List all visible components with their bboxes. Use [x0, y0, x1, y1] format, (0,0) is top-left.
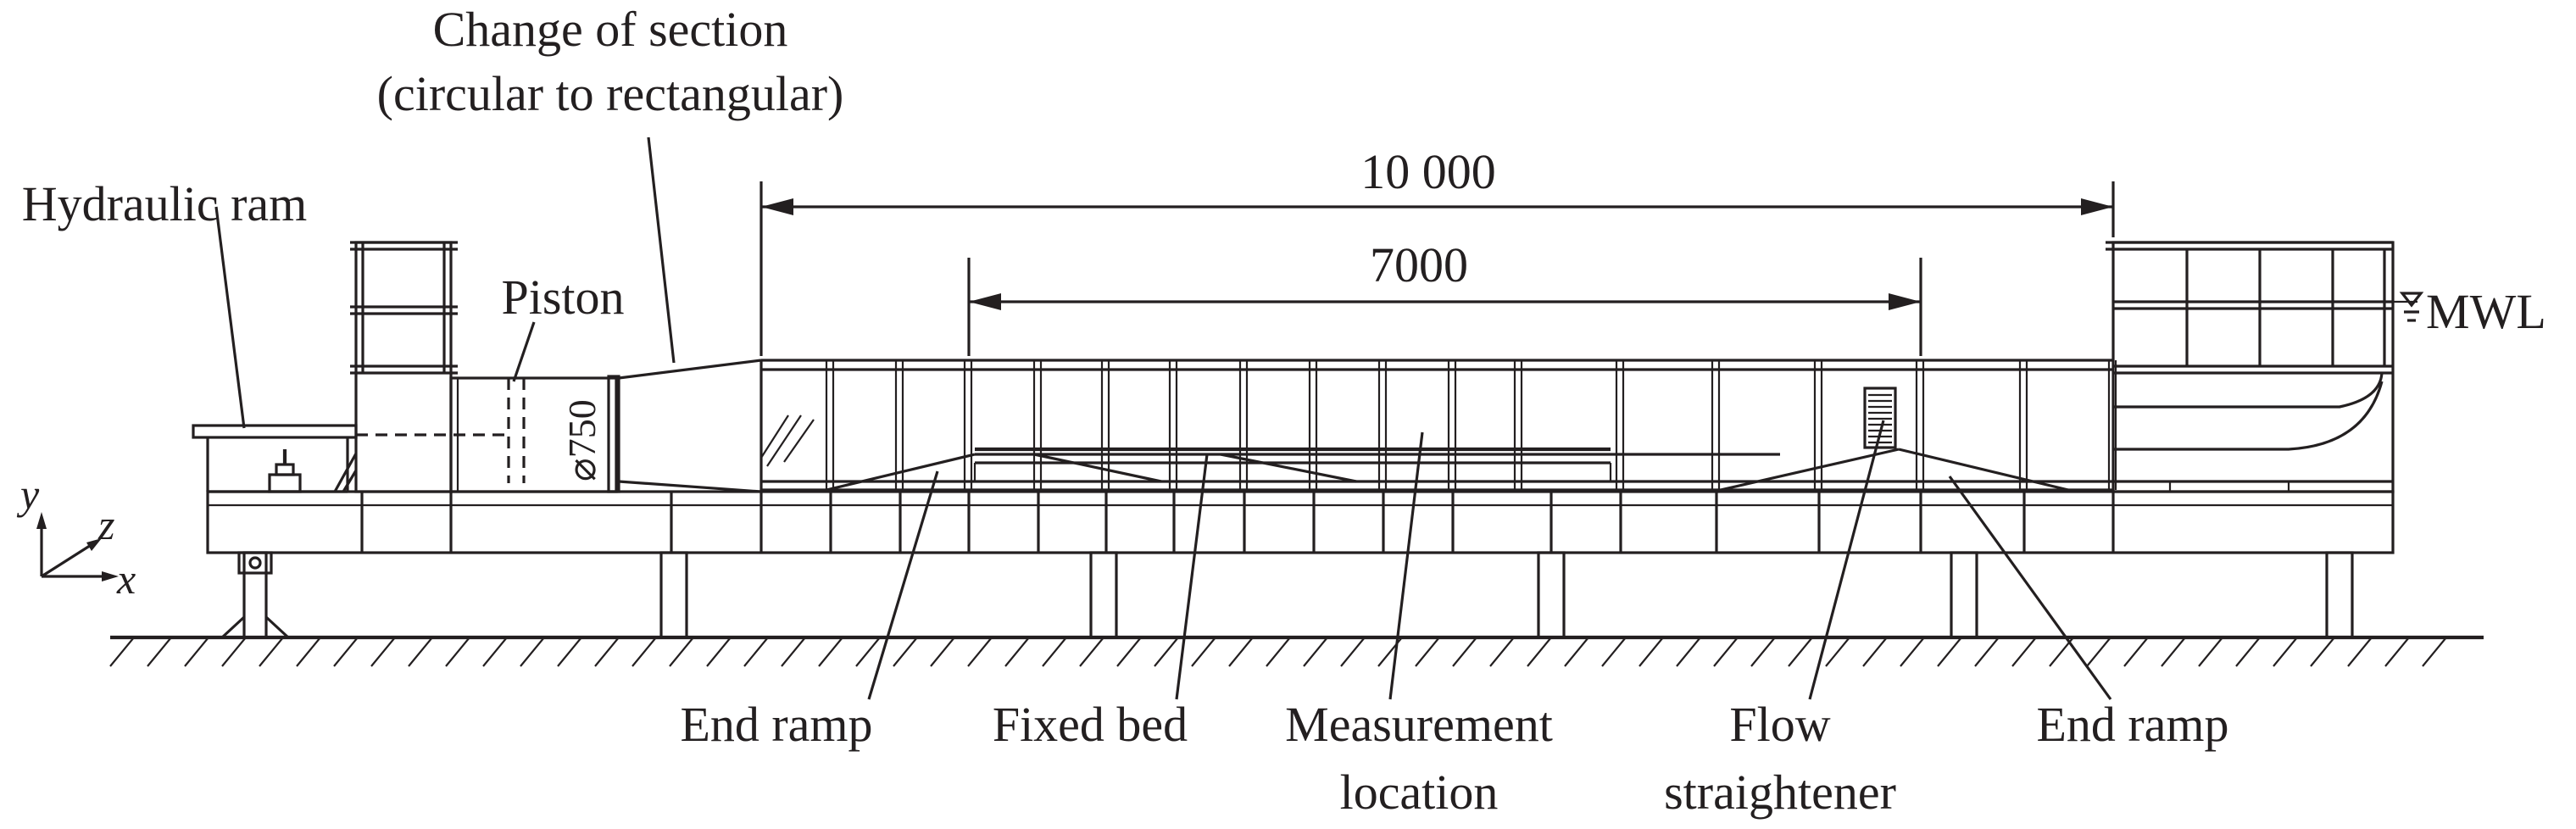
rectangular-channel: [759, 359, 2117, 492]
hatch-stroke: [1527, 637, 1552, 667]
hatch-stroke: [781, 637, 806, 667]
hatch-stroke: [893, 637, 918, 667]
hatch-stroke: [2161, 637, 2186, 667]
hatch-stroke: [2123, 637, 2149, 667]
hatch-stroke: [967, 637, 993, 667]
hatch-stroke: [1601, 637, 1627, 667]
label-piston: Piston: [501, 270, 624, 325]
hatch-stroke: [333, 637, 359, 667]
label-diameter: ⌀750: [560, 399, 604, 481]
hatch-stroke: [2198, 637, 2223, 667]
hatch-stroke: [1489, 637, 1515, 667]
label-flow-2: straightener: [1664, 765, 1896, 820]
label-hydraulic-ram: Hydraulic ram: [22, 176, 308, 231]
hatch-stroke: [1228, 637, 1254, 667]
hatch-stroke: [1154, 637, 1179, 667]
support-legs: [220, 551, 2354, 639]
axis-label-z: z: [97, 501, 114, 548]
hatch-stroke: [2235, 637, 2261, 667]
hatch-stroke: [2273, 637, 2298, 667]
base-beam: [206, 490, 2395, 554]
label-flow-1: Flow: [1729, 697, 1830, 752]
hatch-stroke: [1788, 637, 1813, 667]
hatch-stroke: [557, 637, 582, 667]
hatch-stroke: [2086, 637, 2111, 667]
hatch-stroke: [743, 637, 769, 667]
hatch-stroke: [1116, 637, 1142, 667]
mwl-symbol: [2393, 292, 2424, 322]
hatch-stroke: [1191, 637, 1216, 667]
hatch-stroke: [147, 637, 172, 667]
hatch-stroke: [1340, 637, 1366, 667]
hatch-stroke: [445, 637, 470, 667]
hatch-stroke: [631, 637, 657, 667]
axis-label-x: x: [116, 555, 136, 603]
dimension-7000: [967, 258, 1922, 356]
hatch-stroke: [2310, 637, 2335, 667]
hydraulic-ram-platform: [192, 424, 358, 493]
hatch-stroke: [2347, 637, 2373, 667]
hatch-stroke: [1900, 637, 1925, 667]
hatch-stroke: [1825, 637, 1850, 667]
coordinate-axes: [36, 512, 119, 581]
label-dimension-7000: 7000: [1370, 237, 1468, 292]
hatch-stroke: [482, 637, 508, 667]
hatch-stroke: [1079, 637, 1104, 667]
label-change-of-section-1: Change of section: [433, 2, 788, 57]
hatch-stroke: [259, 637, 284, 667]
text-labels: Change of section (circular to rectangul…: [16, 2, 2546, 820]
hatch-stroke: [818, 637, 843, 667]
dimension-10000: [759, 181, 2115, 356]
hatch-stroke: [408, 637, 433, 667]
hatch-stroke: [930, 637, 955, 667]
hatch-stroke: [1266, 637, 1291, 667]
base-beam-dividers: [360, 492, 2115, 553]
hatch-stroke: [1750, 637, 1776, 667]
hatch-stroke: [1415, 637, 1440, 667]
label-end-ramp-right: End ramp: [2036, 697, 2228, 752]
hatch-stroke: [520, 637, 545, 667]
hatch-stroke: [669, 637, 694, 667]
hatch-stroke: [855, 637, 881, 667]
label-mwl: MWL: [2426, 284, 2546, 339]
hatch-stroke: [1974, 637, 2000, 667]
hatch-stroke: [1042, 637, 1067, 667]
hatch-stroke: [184, 637, 209, 667]
piston-cylinder: [356, 375, 620, 493]
leader-lines: [214, 136, 2112, 700]
hatch-stroke: [2384, 637, 2410, 667]
axis-label-y: y: [16, 470, 40, 518]
label-measurement-2: location: [1340, 765, 1499, 820]
change-of-section-transition: [618, 359, 762, 493]
hatch-stroke: [1303, 637, 1328, 667]
hatch-stroke: [706, 637, 732, 667]
hatch-stroke: [1639, 637, 1664, 667]
label-dimension-10000: 10 000: [1360, 144, 1496, 199]
hatch-stroke: [1937, 637, 1962, 667]
label-change-of-section-2: (circular to rectangular): [377, 66, 844, 121]
piston-tower: [350, 241, 458, 493]
hatch-stroke: [594, 637, 620, 667]
hatch-stroke: [109, 637, 135, 667]
hatch-stroke: [370, 637, 396, 667]
hatch-stroke: [1713, 637, 1739, 667]
ground-hatching: [109, 637, 2447, 667]
hatch-stroke: [1564, 637, 1589, 667]
hatch-stroke: [221, 637, 247, 667]
hatch-stroke: [1862, 637, 1888, 667]
label-end-ramp-left: End ramp: [680, 697, 872, 752]
hatch-stroke: [2011, 637, 2037, 667]
hatch-stroke: [296, 637, 321, 667]
hatch-stroke: [2422, 637, 2447, 667]
ground: [109, 635, 2484, 667]
hatch-stroke: [1676, 637, 1701, 667]
tail-tank: [2106, 241, 2395, 493]
label-fixed-bed: Fixed bed: [993, 697, 1188, 752]
hatch-stroke: [1004, 637, 1030, 667]
hatch-stroke: [1452, 637, 1477, 667]
label-measurement-1: Measurement: [1285, 697, 1553, 752]
channel-frame-posts: [825, 360, 2117, 490]
